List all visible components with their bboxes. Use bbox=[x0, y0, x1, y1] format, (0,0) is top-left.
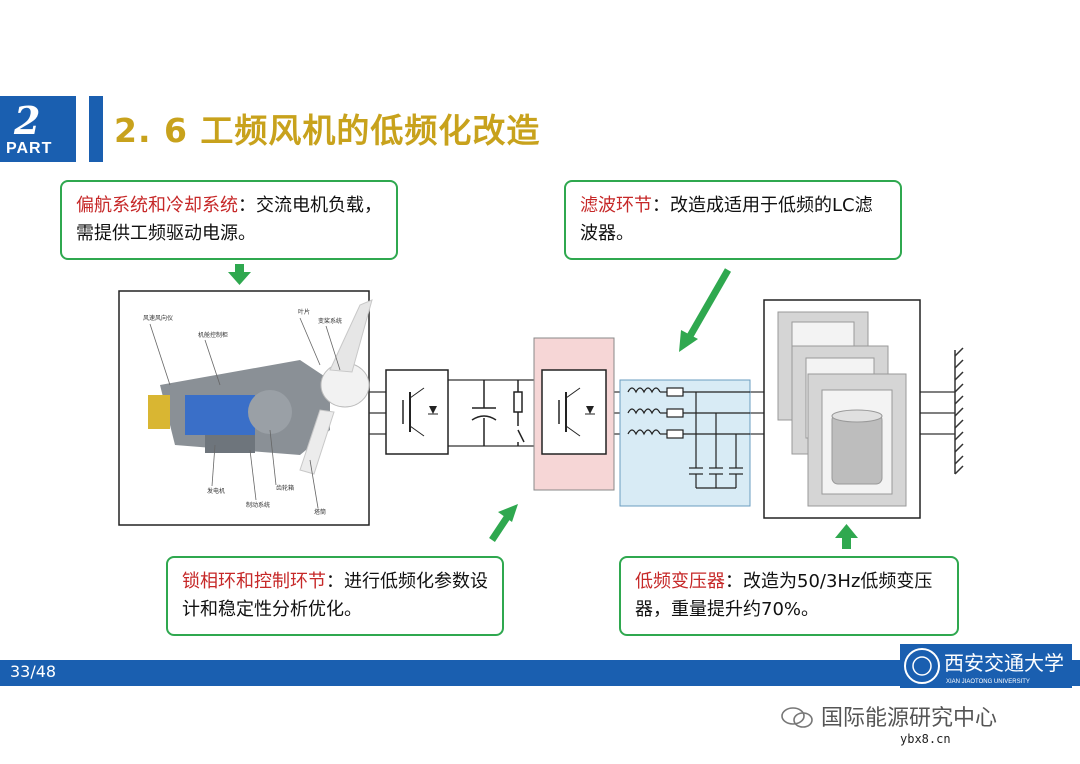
nacelle-label-anemometer: 风速风向仪 bbox=[143, 314, 173, 322]
nacelle-label-gearbox: 齿轮箱 bbox=[276, 484, 294, 492]
part-badge: 2 PART bbox=[0, 96, 76, 162]
university-name-en: XIAN JIAOTONG UNIVERSITY bbox=[946, 679, 1030, 685]
page-number: 33/48 bbox=[10, 662, 57, 681]
nacelle-label-generator: 发电机 bbox=[207, 487, 225, 495]
part-number: 2 bbox=[14, 98, 41, 143]
callout-transformer: 低频变压器：改造为50/3Hz低频变压器，重量提升约70%。 bbox=[619, 556, 959, 636]
wechat-account: 国际能源研究中心 bbox=[780, 700, 997, 732]
power-lines bbox=[369, 379, 955, 447]
callout-text: ：交流电机负载，需提供工频驱动电源。 bbox=[76, 195, 382, 244]
callout-pll-control: 锁相环和控制环节：进行低频化参数设计和稳定性分析优化。 bbox=[166, 556, 504, 636]
nacelle-label-pitch: 变桨系统 bbox=[318, 317, 342, 325]
grid-inverter bbox=[533, 337, 615, 491]
callout-text: ：改造成适用于低频的LC滤波器。 bbox=[580, 195, 873, 244]
callout-highlight: 滤波环节 bbox=[580, 195, 652, 216]
callout-filter: 滤波环节：改造成适用于低频的LC滤波器。 bbox=[564, 180, 902, 260]
arrow-diagonal-icon bbox=[679, 268, 732, 352]
callout-highlight: 偏航系统和冷却系统 bbox=[76, 195, 238, 216]
nacelle-label-blade: 叶片 bbox=[298, 308, 310, 316]
part-label: PART bbox=[6, 140, 53, 157]
transformer-image bbox=[763, 299, 921, 519]
arrow-down-icon bbox=[228, 264, 251, 285]
rectifier-switch bbox=[385, 369, 449, 455]
grid-icon bbox=[954, 347, 964, 475]
arrow-diagonal-up-icon bbox=[489, 504, 518, 542]
callout-text: ：改造为50/3Hz低频变压器，重量提升约70%。 bbox=[635, 571, 933, 620]
wechat-icon bbox=[780, 706, 814, 728]
lc-filter bbox=[619, 379, 751, 507]
title-accent-bar bbox=[89, 96, 103, 162]
callout-highlight: 低频变压器 bbox=[635, 571, 725, 592]
callout-highlight: 锁相环和控制环节 bbox=[182, 571, 326, 592]
wechat-account-name: 国际能源研究中心 bbox=[821, 706, 998, 731]
nacelle-image: 风速风向仪 机舱控制柜 叶片 变桨系统 发电机 制动系统 齿轮箱 塔筒 bbox=[118, 290, 373, 526]
dc-link bbox=[471, 380, 525, 446]
nacelle-label-brake: 制动系统 bbox=[246, 501, 270, 509]
watermark: ybx8.cn bbox=[900, 732, 951, 746]
nacelle-label-cabinet: 机舱控制柜 bbox=[198, 331, 228, 339]
callout-yaw-cooling: 偏航系统和冷却系统：交流电机负载，需提供工频驱动电源。 bbox=[60, 180, 398, 260]
university-logo: 西安交通大学 XIAN JIAOTONG UNIVERSITY bbox=[900, 644, 1072, 688]
callout-text: ：进行低频化参数设计和稳定性分析优化。 bbox=[182, 571, 488, 620]
nacelle-label-tower: 塔筒 bbox=[314, 508, 326, 516]
page-title: 2. 6 工频风机的低频化改造 bbox=[114, 111, 541, 150]
university-name-cn: 西安交通大学 bbox=[944, 651, 1064, 675]
arrow-up-icon bbox=[835, 524, 858, 549]
university-emblem-icon: 西安交通大学 XIAN JIAOTONG UNIVERSITY bbox=[904, 648, 1064, 685]
